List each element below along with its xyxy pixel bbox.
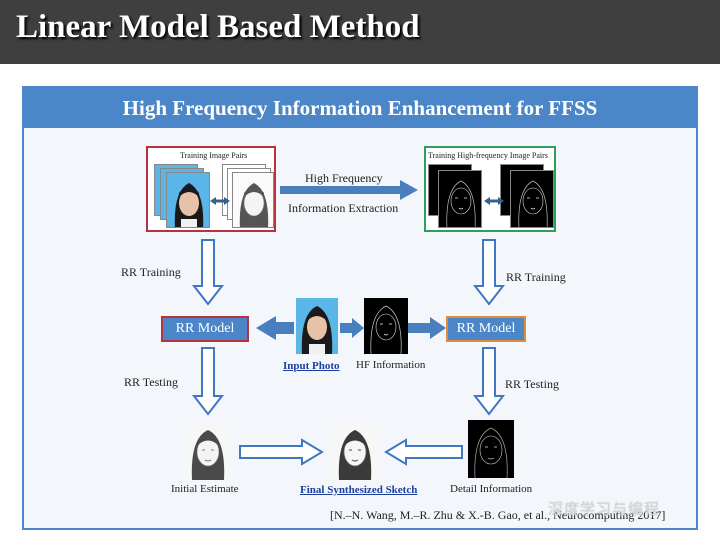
pair-arrow-icon [210,197,230,205]
rr-model-left: RR Model [161,316,249,342]
rr-testing-left-arrow [191,347,225,416]
detail-information-image [468,420,514,478]
face-sketch-icon [239,183,269,227]
slide-title-bar: Linear Model Based Method [0,0,720,64]
rr-training-right-arrow [472,239,506,306]
rr-testing-right-arrow [472,347,506,416]
detail-information-label: Detail Information [450,483,533,495]
rr-model-right: RR Model [446,316,526,342]
rr-training-left-label: RR Training [121,265,181,279]
photo-to-left-model-arrow [256,316,294,340]
training-pairs-caption: Training Image Pairs [180,151,248,160]
initial-estimate-label: Initial Estimate [171,483,239,495]
panel-header: High Frequency Information Enhancement f… [24,88,696,128]
extraction-label-1: High Frequency [305,171,383,185]
hf-pairs-box: Training High-frequency Image Pairs [424,146,556,232]
rr-training-left-arrow [191,239,225,306]
input-photo-image [296,298,338,354]
initial-estimate-image [184,422,232,480]
training-photo [166,172,210,228]
hf-photo [438,170,482,228]
initial-to-final-arrow [239,438,324,466]
detail-to-final-arrow [384,438,463,466]
hf-information-face-icon [370,305,402,354]
hf-information-label: HF Information [356,359,426,371]
rr-training-right-label: RR Training [506,270,566,284]
extraction-arrow [280,180,418,200]
initial-sketch-face-icon [191,430,225,480]
panel-title: High Frequency Information Enhancement f… [122,96,598,120]
face-photo-icon [174,183,204,227]
final-sketch-label: Final Synthesized Sketch [300,484,418,496]
final-sketch-image [330,422,380,480]
slide-title: Linear Model Based Method [16,9,420,45]
rr-testing-right-label: RR Testing [505,377,559,391]
hf-pairs-caption: Training High-frequency Image Pairs [428,151,548,160]
hf-sketch-face-icon [518,180,548,227]
extraction-label-2: Information Extraction [288,201,399,215]
detail-information-face-icon [474,427,508,478]
input-face-photo-icon [301,306,333,354]
citation-text: [N.–N. Wang, M.–R. Zhu & X.-B. Gao, et a… [330,508,666,522]
rr-testing-left-label: RR Testing [124,375,178,389]
input-photo-label: Input Photo [283,360,340,372]
final-sketch-face-icon [338,430,372,480]
training-pairs-box: Training Image Pairs [146,146,276,232]
hf-information-image [364,298,408,354]
training-sketch [232,172,274,228]
hf-face-icon [446,180,476,227]
watermark-text: 深度学习与编程 [548,500,661,518]
hf-to-right-model-arrow [408,317,446,339]
photo-to-hf-arrow [340,318,364,338]
hf-sketch [510,170,554,228]
hf-pair-arrow-icon [484,197,504,205]
